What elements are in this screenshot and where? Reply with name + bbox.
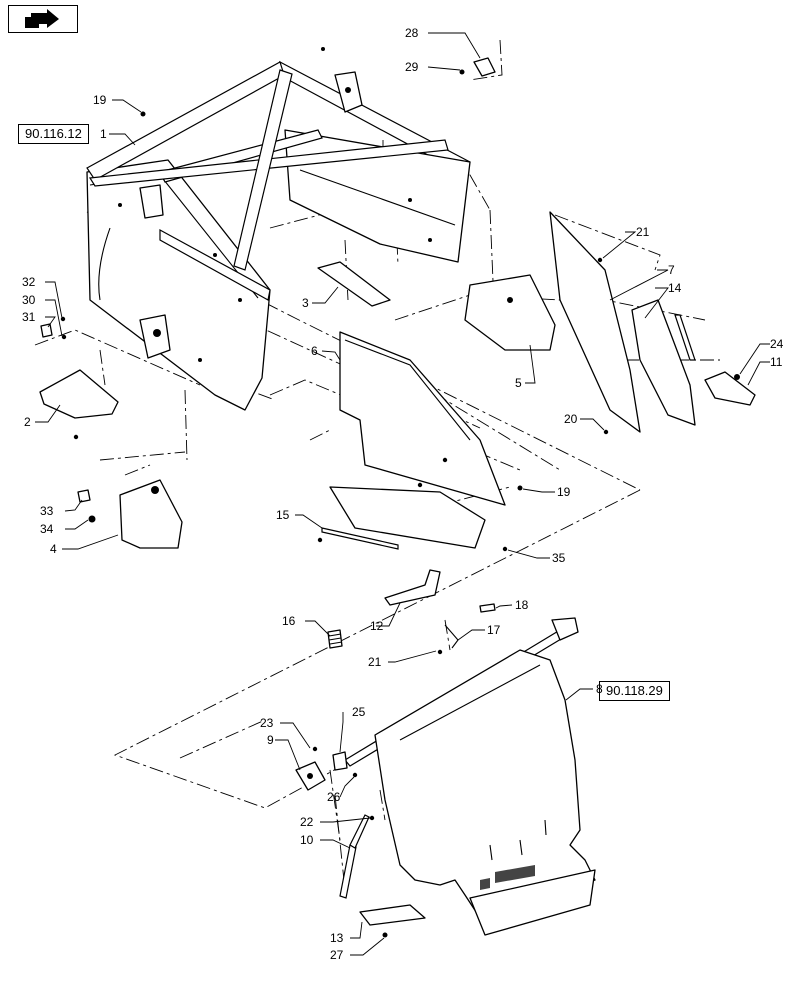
callout-5: 5: [515, 376, 522, 390]
bracket-part-13[interactable]: [359, 904, 426, 926]
callout-3: 3: [302, 296, 309, 310]
bolt-part-33[interactable]: [77, 489, 91, 503]
callout-19-top: 19: [93, 93, 107, 107]
callout-24: 24: [770, 337, 784, 351]
washer-part-30[interactable]: [61, 334, 67, 340]
callout-35: 35: [552, 551, 566, 565]
main-frame-part[interactable]: [86, 47, 471, 411]
callout-32: 32: [22, 275, 36, 289]
callout-4: 4: [50, 542, 57, 556]
callout-26: 26: [327, 790, 341, 804]
hinge-part-28[interactable]: [473, 57, 496, 77]
callout-9: 9: [267, 733, 274, 747]
nut-part-29[interactable]: [459, 69, 465, 75]
callout-14: 14: [668, 281, 682, 295]
pin-part-18[interactable]: [479, 603, 496, 613]
callout-31: 31: [22, 310, 36, 324]
callout-labels: 28 29 19 1 32 30 31 2 33 34 4 3 6 5 21 7…: [22, 26, 784, 962]
nav-arrow-icon: [25, 9, 59, 28]
callout-10: 10: [300, 833, 314, 847]
callout-28: 28: [405, 26, 419, 40]
callout-7: 7: [668, 263, 675, 277]
bushing-part-25[interactable]: [332, 751, 348, 771]
leader-lines: [35, 32, 770, 956]
bolt-part-26[interactable]: [352, 772, 358, 778]
callout-17: 17: [487, 623, 501, 637]
bolt-19-top[interactable]: [140, 111, 146, 117]
callout-29: 29: [405, 60, 419, 74]
callout-15: 15: [276, 508, 290, 522]
callout-23: 23: [260, 716, 274, 730]
callout-13: 13: [330, 931, 344, 945]
callout-19-bottom: 19: [557, 485, 571, 499]
bolt-part-35[interactable]: [502, 546, 508, 552]
callout-6: 6: [311, 344, 318, 358]
callout-2: 2: [24, 415, 31, 429]
washer-part-34[interactable]: [88, 515, 96, 523]
callout-34: 34: [40, 522, 54, 536]
bolt-part-21-lower[interactable]: [437, 649, 443, 655]
callout-30: 30: [22, 293, 36, 307]
callout-33: 33: [40, 504, 54, 518]
callout-25: 25: [352, 705, 366, 719]
callout-20: 20: [564, 412, 578, 426]
callout-21-bottom: 21: [368, 655, 382, 669]
guard-part-14[interactable]: [631, 299, 696, 426]
lower-flap-part[interactable]: [329, 486, 486, 549]
callout-12: 12: [370, 619, 384, 633]
bolt-part-22[interactable]: [369, 815, 375, 821]
callout-22: 22: [300, 815, 314, 829]
strut-part-10[interactable]: [339, 844, 357, 899]
side-panel-part-6[interactable]: [339, 331, 506, 506]
bolt-part-23[interactable]: [312, 746, 318, 752]
lever-part-12[interactable]: [384, 569, 441, 606]
bracket-part-2[interactable]: [39, 369, 119, 419]
bushing-part-31[interactable]: [40, 323, 53, 338]
nav-arrow-button[interactable]: [8, 5, 78, 33]
frame-reference-box[interactable]: 90.116.12: [18, 124, 89, 144]
callout-21-top: 21: [636, 225, 650, 239]
guard-part-7[interactable]: [549, 211, 641, 433]
bracket-part-4[interactable]: [119, 479, 183, 549]
strap-part-3[interactable]: [317, 261, 391, 307]
callout-18: 18: [515, 598, 529, 612]
bolt-19-bottom[interactable]: [517, 485, 523, 491]
pin-part-17[interactable]: [444, 624, 459, 649]
bracket-part-5[interactable]: [464, 274, 556, 351]
rod-part-15[interactable]: [321, 527, 399, 550]
callout-11: 11: [770, 355, 783, 369]
callout-8: 8: [596, 682, 603, 696]
door-part-8[interactable]: [344, 617, 596, 936]
bolt-part-24[interactable]: [734, 374, 740, 380]
bolt-part-20[interactable]: [603, 429, 609, 435]
callout-16: 16: [282, 614, 296, 628]
callout-27: 27: [330, 948, 344, 962]
bracket-part-11[interactable]: [704, 371, 756, 406]
bolt-part-27[interactable]: [382, 932, 388, 938]
door-reference-box[interactable]: 90.118.29: [599, 681, 670, 701]
callout-1: 1: [100, 127, 107, 141]
